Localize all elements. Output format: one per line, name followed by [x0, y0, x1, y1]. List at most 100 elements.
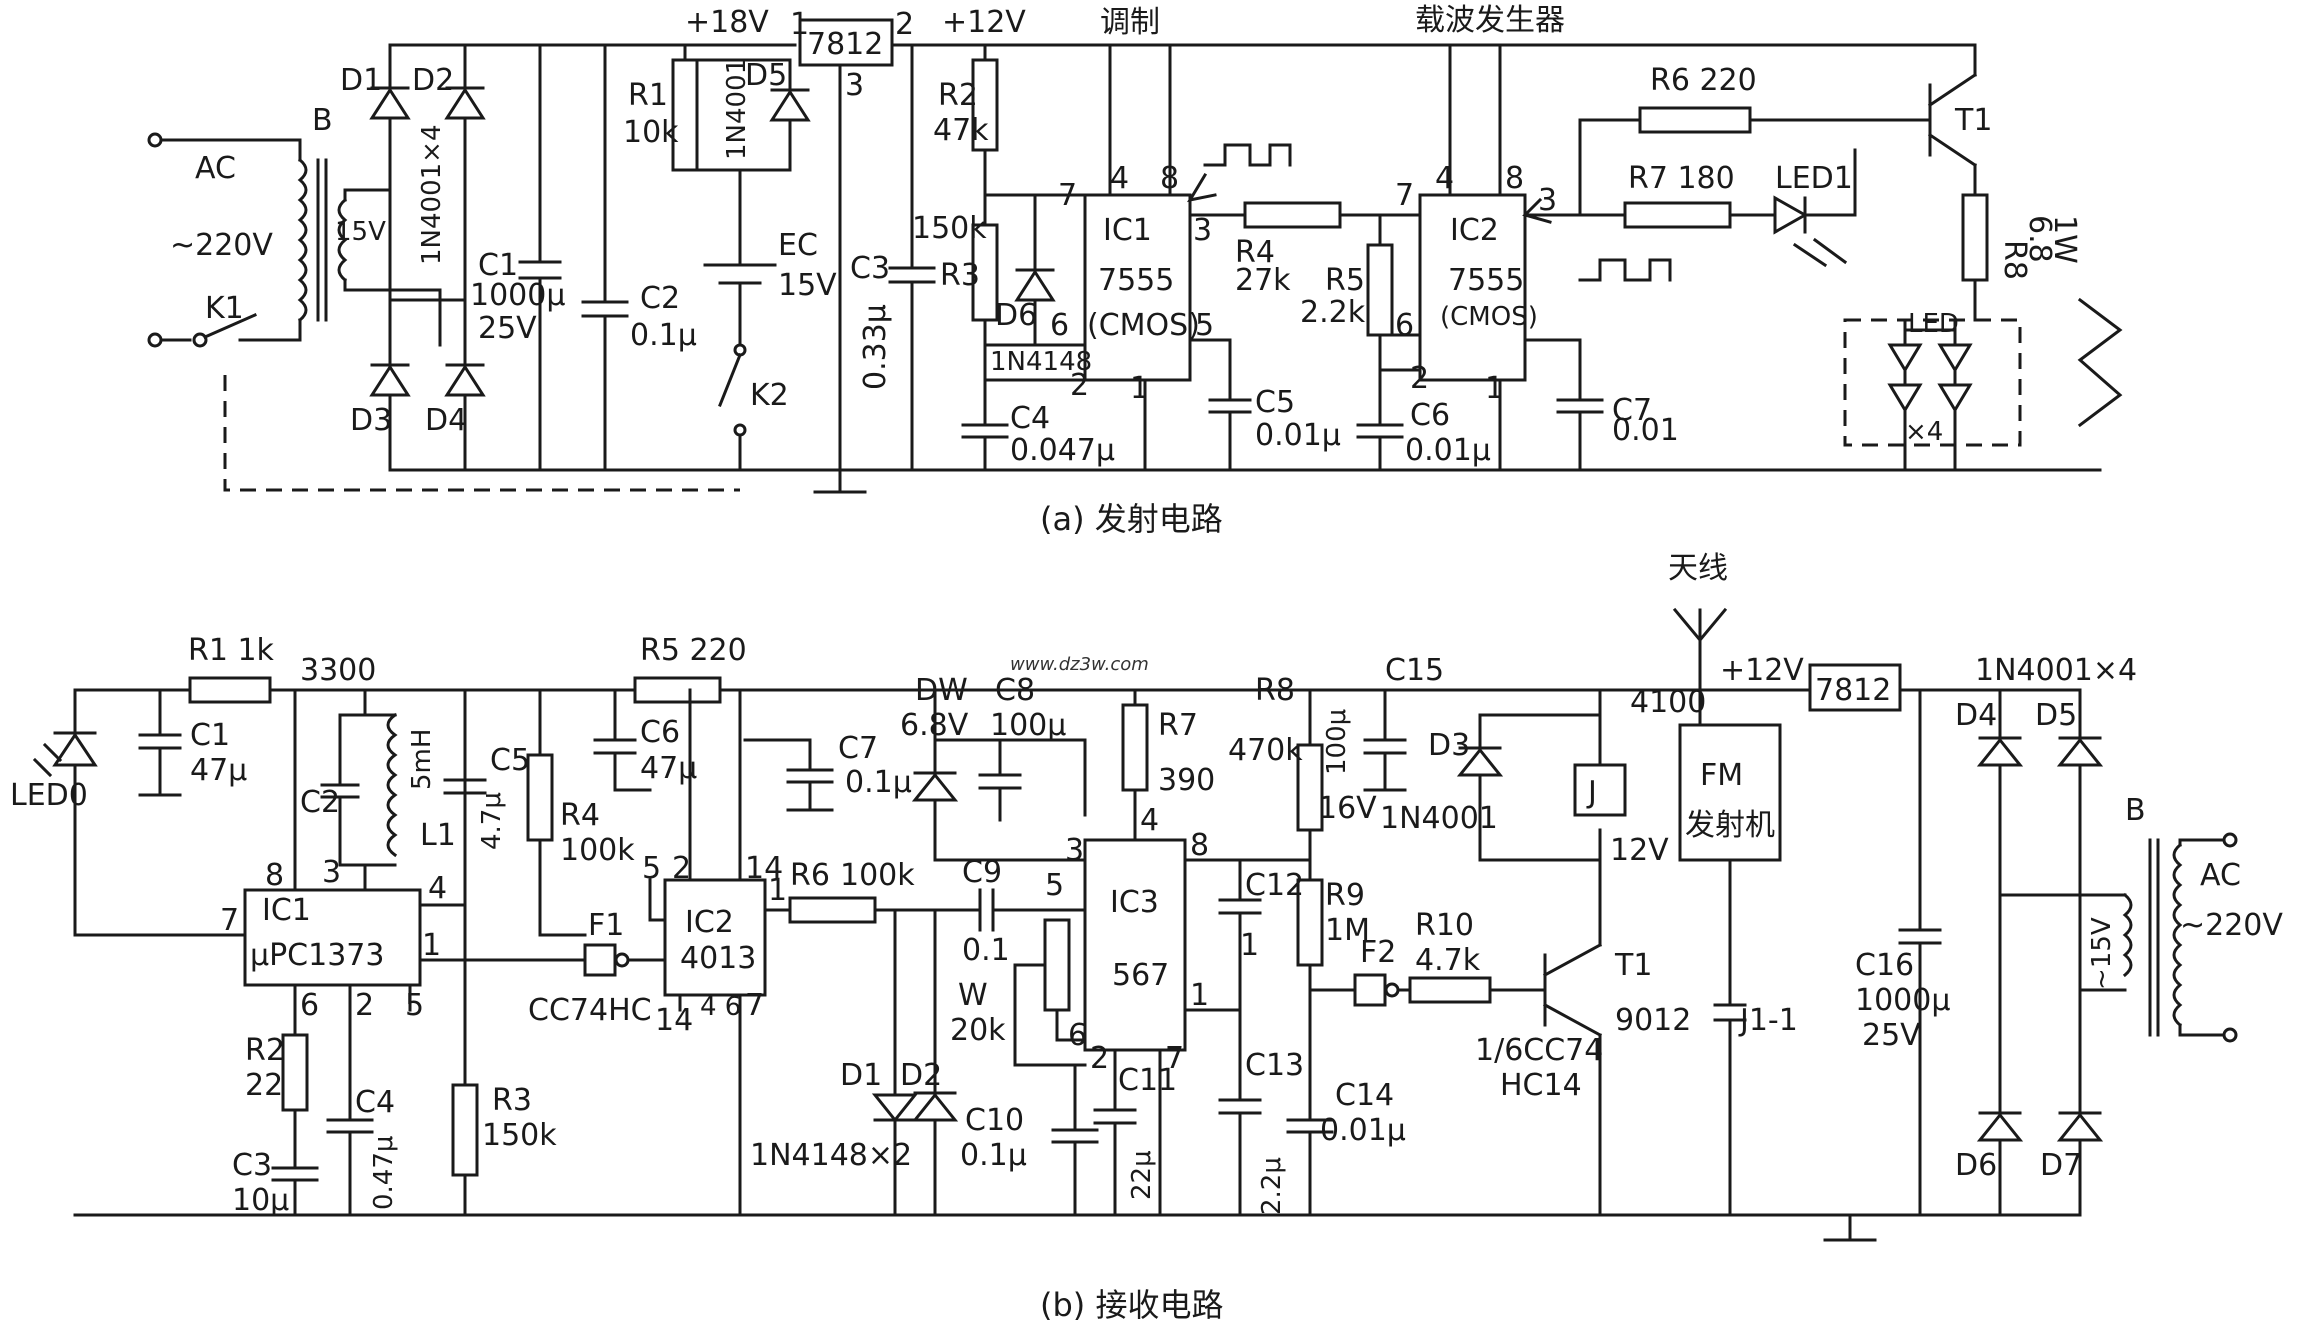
- square-wave-symbol: [1203, 143, 1292, 167]
- label-r9: R9: [1325, 878, 1365, 913]
- label-k1: K1: [205, 291, 244, 326]
- label-c6-value: 0.01μ: [1405, 433, 1491, 468]
- ic1-rx-pin5: 5: [405, 988, 424, 1023]
- label-ac: AC: [195, 151, 236, 186]
- ic2-pin4: 4: [1435, 161, 1454, 196]
- label-r4-rx: R4: [560, 798, 600, 833]
- caption-receiver: (b) 接收电路: [1040, 1286, 1223, 1324]
- label-f1: F1: [588, 908, 624, 943]
- label-c6-rx-value: 47μ: [640, 751, 697, 786]
- diode-d5-rx: [2056, 737, 2104, 767]
- label-220v: ~220V: [170, 228, 273, 263]
- label-d1: D1: [340, 63, 382, 98]
- diode-d2-rx: [911, 1092, 959, 1122]
- ic2-pin8: 8: [1505, 161, 1524, 196]
- label-ec-voltage: 15V: [778, 268, 837, 303]
- label-b-rx: B: [2125, 793, 2146, 828]
- led-ir-1: [1887, 343, 1923, 373]
- ic1-pin3: 3: [1193, 213, 1212, 248]
- label-c16-value: 1000μ: [1855, 983, 1950, 1018]
- label-antenna: 天线: [1668, 551, 1728, 586]
- ic2-type: 7555: [1448, 263, 1524, 298]
- label-c1: C1: [478, 248, 518, 283]
- label-r1-value: 10k: [623, 115, 679, 150]
- label-c16-voltage: 25V: [1862, 1018, 1921, 1053]
- gate-f2: [1353, 973, 1387, 1007]
- ic3-pin8: 8: [1190, 828, 1209, 863]
- label-r2-rx-value: 22: [245, 1068, 283, 1103]
- caption-transmitter: (a) 发射电路: [1040, 500, 1223, 538]
- label-r10-value: 4.7k: [1415, 943, 1481, 978]
- ic1-rx-pin6: 6: [300, 988, 319, 1023]
- label-led-x4: ×4: [1905, 417, 1943, 447]
- label-1n4001: 1N4001: [722, 58, 752, 160]
- label-r3: R3: [940, 258, 980, 293]
- resistor-r1-rx: [188, 676, 272, 704]
- label-c4-rx-value: 0.47μ: [369, 1136, 399, 1210]
- label-dw-value: 6.8V: [900, 708, 969, 743]
- label-bridge-rx: 1N4001×4: [1975, 653, 2137, 688]
- label-c2: C2: [640, 281, 680, 316]
- ic1-label: IC1: [1103, 213, 1152, 248]
- ic1-rx-pin4: 4: [428, 871, 447, 906]
- transformer-rx-primary: [2172, 842, 2183, 1028]
- regulator-7812-tx: [798, 18, 894, 67]
- ic3-pin5: 5: [1045, 868, 1064, 903]
- label-c1-value: 1000μ: [470, 278, 565, 313]
- label-r8: R8: [1997, 240, 2032, 280]
- ic1-pin8: 8: [1160, 161, 1179, 196]
- ac-terminal-rx-top: [2222, 832, 2238, 848]
- ic1-7555-transmitter: [1083, 193, 1192, 382]
- ic3-type: 567: [1112, 958, 1169, 993]
- ac-terminal-bottom: [147, 332, 163, 348]
- label-d6: D6: [995, 298, 1037, 333]
- label-c14-value: 0.01μ: [1320, 1113, 1406, 1148]
- diode-d1-rx: [871, 1093, 919, 1123]
- label-led-array: LED: [1908, 309, 1959, 339]
- label-r8-rx: R8: [1255, 673, 1295, 708]
- label-c3-value: 0.33μ: [858, 304, 893, 390]
- label-c12: C12: [1245, 868, 1304, 903]
- label-r1-rx: R1 1k: [188, 633, 275, 668]
- diode-d2: [444, 87, 486, 120]
- resistor-r8: [1961, 193, 1989, 282]
- label-c1-rx: C1: [190, 718, 230, 753]
- ic3-label: IC3: [1110, 885, 1159, 920]
- led-ir-2: [1887, 383, 1923, 413]
- diode-d1: [369, 87, 411, 120]
- label-w: W: [958, 978, 988, 1013]
- led1-diode: [1773, 195, 1809, 235]
- resistor-r5: [1366, 243, 1394, 337]
- ic3-pin3: 3: [1065, 833, 1084, 868]
- label-c3: C3: [850, 251, 890, 286]
- label-relay-j: J: [1586, 775, 1597, 810]
- potentiometer-w: [1043, 918, 1071, 1012]
- label-c6-rx: C6: [640, 715, 680, 750]
- label-r7-rx: R7: [1158, 708, 1198, 743]
- label-r4: R4: [1235, 235, 1275, 270]
- ic2-rx-label: IC2: [685, 905, 734, 940]
- label-1n4148: 1N4148: [990, 347, 1092, 377]
- relay-j: [1573, 763, 1627, 817]
- ic1-rx-pin7: 7: [220, 903, 239, 938]
- label-d6-rx: D6: [1955, 1148, 1997, 1183]
- label-1n4148x2: 1N4148×2: [750, 1138, 912, 1173]
- label-r5-rx: R5 220: [640, 633, 747, 668]
- label-r2: R2: [938, 78, 978, 113]
- label-r7: R7 180: [1628, 161, 1735, 196]
- ic1-rx-label: IC1: [262, 893, 311, 928]
- led-ir-4: [1937, 383, 1973, 413]
- label-c4: C4: [1010, 401, 1050, 436]
- label-c7: C7: [1612, 393, 1652, 428]
- watermark: www.dz3w.com: [1010, 654, 1149, 675]
- receiver-circuit: [32, 607, 2238, 1242]
- label-r8-watt: 1W: [2047, 215, 2082, 264]
- square-wave-symbol-2: [1578, 258, 1672, 282]
- ic3-pin7: 7: [1165, 1041, 1184, 1076]
- ic2-pin3: 3: [1538, 183, 1557, 218]
- ic2-rx-pin14b: 14: [655, 1003, 693, 1038]
- label-t1: T1: [1954, 103, 1992, 138]
- ic2-4013: [663, 878, 767, 997]
- label-b: B: [312, 103, 333, 138]
- ic2-pin6: 6: [1395, 308, 1414, 343]
